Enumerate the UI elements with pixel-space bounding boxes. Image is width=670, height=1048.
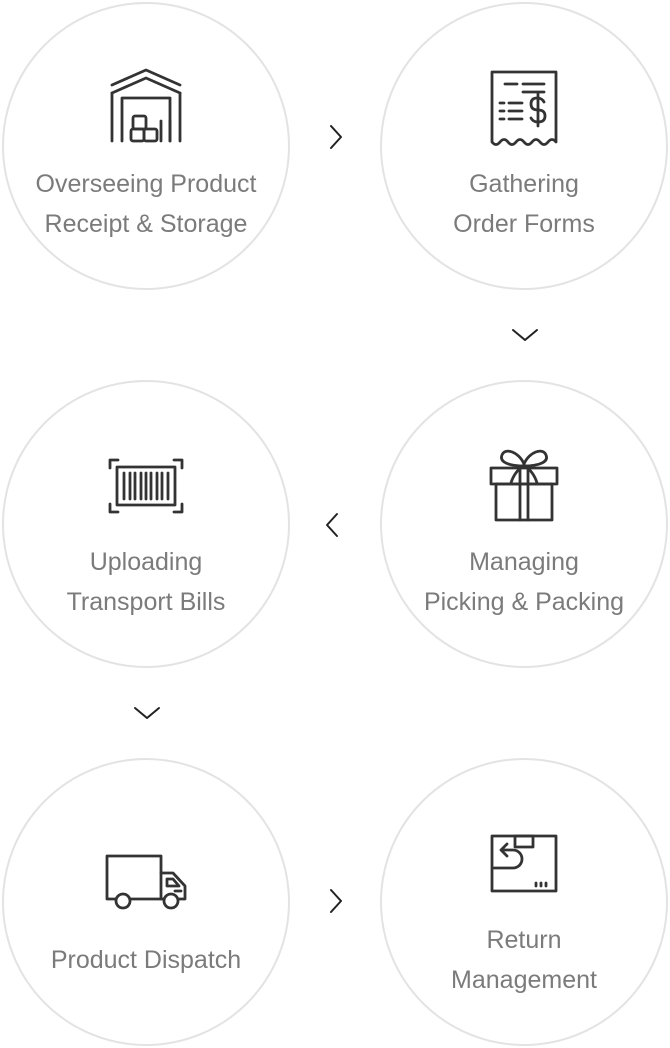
step-label: Overseeing Product Receipt & Storage <box>4 164 288 244</box>
step-label-line: Picking & Packing <box>423 588 625 616</box>
step-label: Return Management <box>382 920 666 1000</box>
step-label-line: Uploading <box>89 548 203 576</box>
step-label-line: Transport Bills <box>66 588 226 616</box>
step-label: Gathering Order Forms <box>382 164 666 244</box>
step-label: Managing Picking & Packing <box>382 542 666 622</box>
chevron-right-icon <box>330 125 342 149</box>
chevron-down-icon <box>134 707 160 719</box>
delivery-truck-icon <box>105 854 187 910</box>
step-label-line: Management <box>451 966 597 994</box>
step-label-line: Return <box>486 926 562 954</box>
step-order-forms: Gathering Order Forms <box>380 2 668 290</box>
step-label-line: Gathering <box>469 170 579 198</box>
step-receipt-storage: Overseeing Product Receipt & Storage <box>2 2 290 290</box>
step-label-line: Receipt & Storage <box>44 210 248 238</box>
return-box-icon <box>490 834 558 893</box>
step-label: Product Dispatch <box>4 940 288 980</box>
step-label: Uploading Transport Bills <box>4 542 288 622</box>
warehouse-icon <box>110 68 182 143</box>
step-label-line: Overseeing Product <box>35 170 257 198</box>
step-transport-bills: Uploading Transport Bills <box>2 380 290 668</box>
barcode-scan-icon <box>108 458 184 514</box>
chevron-left-icon <box>326 513 338 537</box>
gift-box-icon <box>489 449 559 522</box>
chevron-down-icon <box>512 329 538 341</box>
step-label-line: Order Forms <box>453 210 595 238</box>
step-label-line: Product Dispatch <box>50 946 242 974</box>
receipt-icon <box>490 70 558 146</box>
step-picking-packing: Managing Picking & Packing <box>380 380 668 668</box>
step-product-dispatch: Product Dispatch <box>2 758 290 1046</box>
chevron-right-icon <box>330 889 342 913</box>
step-label-line: Managing <box>469 548 579 576</box>
step-return-management: Return Management <box>380 758 668 1046</box>
